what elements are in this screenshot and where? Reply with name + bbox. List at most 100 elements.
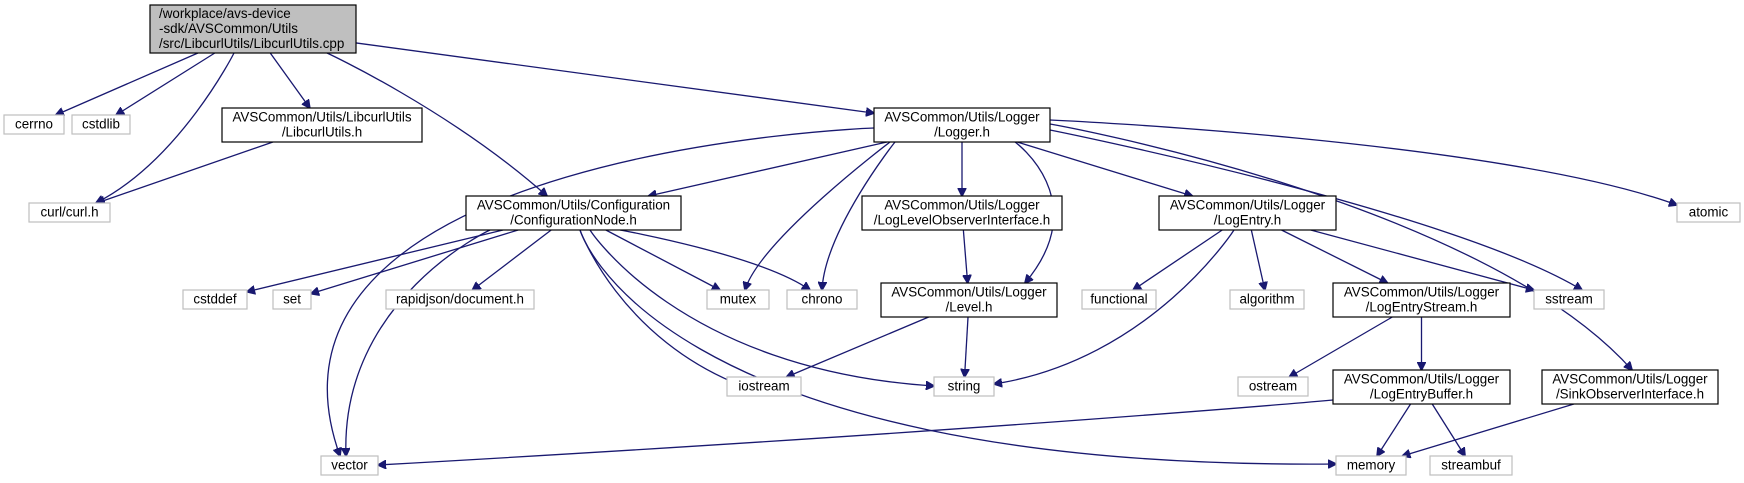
edge-logentrystream_h-to-ostream xyxy=(1289,316,1393,377)
node-box xyxy=(861,195,1063,231)
edges xyxy=(56,42,1677,465)
node-libcurlutils_h[interactable]: AVSCommon/Utils/LibcurlUtils/LibcurlUtil… xyxy=(221,107,423,143)
node-box xyxy=(1533,289,1605,310)
node-logger_h[interactable]: AVSCommon/Utils/Logger/Logger.h xyxy=(873,107,1051,143)
node-box xyxy=(873,107,1051,143)
node-label-line: AVSCommon/Utils/Logger xyxy=(1552,372,1708,387)
node-label-line: AVSCommon/Utils/LibcurlUtils xyxy=(232,110,411,125)
node-label-line: -sdk/AVSCommon/Utils xyxy=(159,21,298,36)
node-chrono: chrono xyxy=(786,289,858,310)
node-label-line: vector xyxy=(331,458,368,473)
node-sinkobs_h[interactable]: AVSCommon/Utils/Logger/SinkObserverInter… xyxy=(1541,369,1719,405)
node-box xyxy=(1335,455,1407,476)
edge-logger_h-to-chrono xyxy=(822,141,896,290)
node-label-line: atomic xyxy=(1689,205,1729,220)
edge-confignode_h-to-set xyxy=(311,229,519,294)
node-logentrystream_h[interactable]: AVSCommon/Utils/Logger/LogEntryStream.h xyxy=(1332,282,1511,318)
node-cstddef: cstddef xyxy=(182,289,248,310)
node-label-line: /Logger.h xyxy=(934,125,990,140)
nodes: /workplace/avs-device-sdk/AVSCommon/Util… xyxy=(3,4,1741,476)
node-label-line: /LibcurlUtils.h xyxy=(282,125,362,140)
node-label-line: streambuf xyxy=(1441,458,1501,473)
node-ostream: ostream xyxy=(1237,376,1309,397)
node-label-line: cstddef xyxy=(193,292,236,307)
edge-confignode_h-to-memory xyxy=(579,229,1336,464)
node-atomic: atomic xyxy=(1676,202,1741,223)
node-label-line: chrono xyxy=(802,292,843,307)
node-label-line: AVSCommon/Utils/Logger xyxy=(1344,285,1500,300)
node-label-line: mutex xyxy=(720,292,757,307)
node-level_h[interactable]: AVSCommon/Utils/Logger/Level.h xyxy=(880,282,1058,318)
node-label-line: rapidjson/document.h xyxy=(396,292,524,307)
node-label-line: /workplace/avs-device xyxy=(159,6,291,21)
node-box xyxy=(1541,369,1719,405)
node-box xyxy=(933,376,995,397)
node-algorithm: algorithm xyxy=(1229,289,1305,310)
node-logentry_h[interactable]: AVSCommon/Utils/Logger/LogEntry.h xyxy=(1158,195,1337,231)
edge-logger_h-to-confignode_h xyxy=(649,141,888,196)
node-label-line: /SinkObserverInterface.h xyxy=(1556,387,1704,402)
node-label-line: cstdlib xyxy=(82,117,120,132)
edge-logger_h-to-vector xyxy=(327,127,875,456)
edge-logger_h-to-sstream xyxy=(1049,129,1582,290)
node-root: /workplace/avs-device-sdk/AVSCommon/Util… xyxy=(149,4,357,54)
edge-confignode_h-to-chrono xyxy=(619,229,810,290)
edge-root-to-libcurlutils_h xyxy=(269,52,310,108)
edge-logger_h-to-logentry_h xyxy=(1016,141,1192,196)
node-label-line: /LogEntry.h xyxy=(1214,213,1282,228)
node-vector: vector xyxy=(320,455,379,476)
node-box xyxy=(221,107,423,143)
node-confignode_h[interactable]: AVSCommon/Utils/Configuration/Configurat… xyxy=(465,195,682,231)
node-box xyxy=(465,195,682,231)
node-box xyxy=(3,114,65,135)
node-label-line: cerrno xyxy=(15,117,53,132)
node-box xyxy=(1237,376,1309,397)
node-label-line: iostream xyxy=(738,379,789,394)
node-loglevelobs_h[interactable]: AVSCommon/Utils/Logger/LogLevelObserverI… xyxy=(861,195,1063,231)
node-logentrybuffer_h[interactable]: AVSCommon/Utils/Logger/LogEntryBuffer.h xyxy=(1332,369,1511,405)
node-box xyxy=(726,376,802,397)
edge-loglevelobs_h-to-level_h xyxy=(963,229,967,283)
edge-confignode_h-to-mutex xyxy=(605,229,720,290)
node-label-line: /ConfigurationNode.h xyxy=(510,213,637,228)
node-cerrno: cerrno xyxy=(3,114,65,135)
node-box xyxy=(28,202,111,223)
edge-confignode_h-to-string xyxy=(589,229,934,386)
node-cstdlib: cstdlib xyxy=(71,114,131,135)
node-box xyxy=(385,289,535,310)
node-label-line: AVSCommon/Utils/Logger xyxy=(1170,198,1326,213)
node-box xyxy=(1332,369,1511,405)
edge-sinkobs_h-to-memory xyxy=(1402,403,1575,456)
node-box xyxy=(706,289,770,310)
node-label-line: AVSCommon/Utils/Configuration xyxy=(477,198,670,213)
edge-root-to-curl_h xyxy=(96,52,235,203)
node-label-line: curl/curl.h xyxy=(40,205,98,220)
node-set: set xyxy=(272,289,312,310)
node-rapidjson: rapidjson/document.h xyxy=(385,289,535,310)
node-iostream: iostream xyxy=(726,376,802,397)
node-label-line: AVSCommon/Utils/Logger xyxy=(891,285,1047,300)
node-label-line: ostream xyxy=(1249,379,1297,394)
edge-logger_h-to-atomic xyxy=(1049,119,1677,205)
node-label-line: AVSCommon/Utils/Logger xyxy=(884,198,1040,213)
node-label-line: set xyxy=(283,292,301,307)
node-memory: memory xyxy=(1335,455,1407,476)
node-box xyxy=(786,289,858,310)
edge-root-to-confignode_h xyxy=(326,52,547,196)
node-sstream: sstream xyxy=(1533,289,1605,310)
edge-root-to-logger_h xyxy=(355,42,874,113)
node-box xyxy=(71,114,131,135)
node-label-line: memory xyxy=(1347,458,1396,473)
node-label-line: /src/LibcurlUtils/LibcurlUtils.cpp xyxy=(159,36,344,51)
node-label-line: /Level.h xyxy=(946,300,993,315)
edge-logentry_h-to-functional xyxy=(1133,229,1223,290)
node-box xyxy=(182,289,248,310)
node-string: string xyxy=(933,376,995,397)
node-box xyxy=(1158,195,1337,231)
node-label-line: AVSCommon/Utils/Logger xyxy=(884,110,1040,125)
edge-root-to-cstdlib xyxy=(116,52,216,115)
node-label-line: /LogEntryBuffer.h xyxy=(1370,387,1473,402)
edge-logentrybuffer_h-to-streambuf xyxy=(1431,403,1465,456)
edge-logentry_h-to-algorithm xyxy=(1250,229,1265,290)
